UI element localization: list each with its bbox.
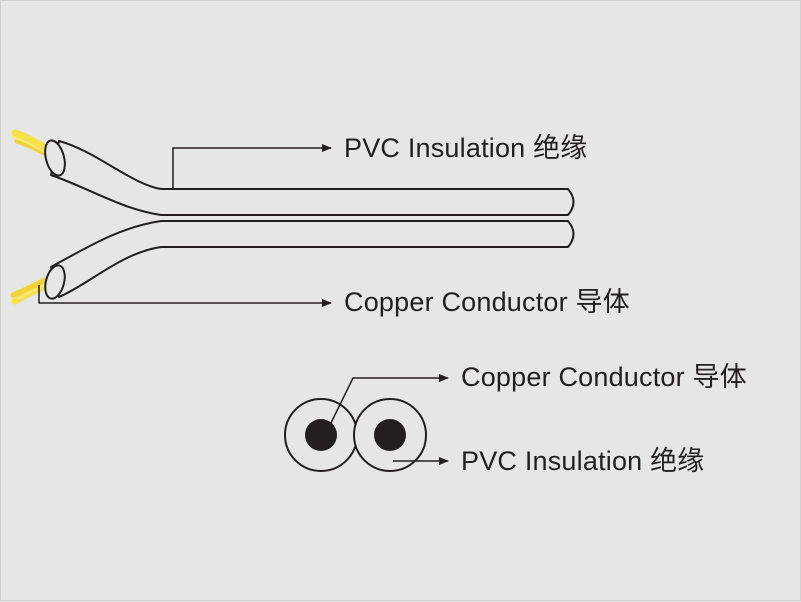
label-cross-insulation: PVC Insulation 绝缘 [461, 446, 705, 476]
lower-cable-end [44, 264, 66, 300]
leader-side-insulation [172, 144, 332, 189]
cross-section [284, 398, 427, 472]
cross-section-left-conductor [305, 419, 337, 451]
leader-side-conductor [38, 285, 332, 307]
label-cross-conductor: Copper Conductor 导体 [461, 362, 747, 392]
lower-cable-jacket [50, 220, 575, 298]
label-side-conductor: Copper Conductor 导体 [344, 287, 630, 317]
cross-section-right-conductor [374, 419, 406, 451]
label-side-insulation: PVC Insulation 绝缘 [344, 133, 588, 163]
leader-cross-conductor [328, 374, 449, 428]
upper-cable-jacket [50, 140, 575, 216]
upper-cable-end [44, 139, 66, 177]
